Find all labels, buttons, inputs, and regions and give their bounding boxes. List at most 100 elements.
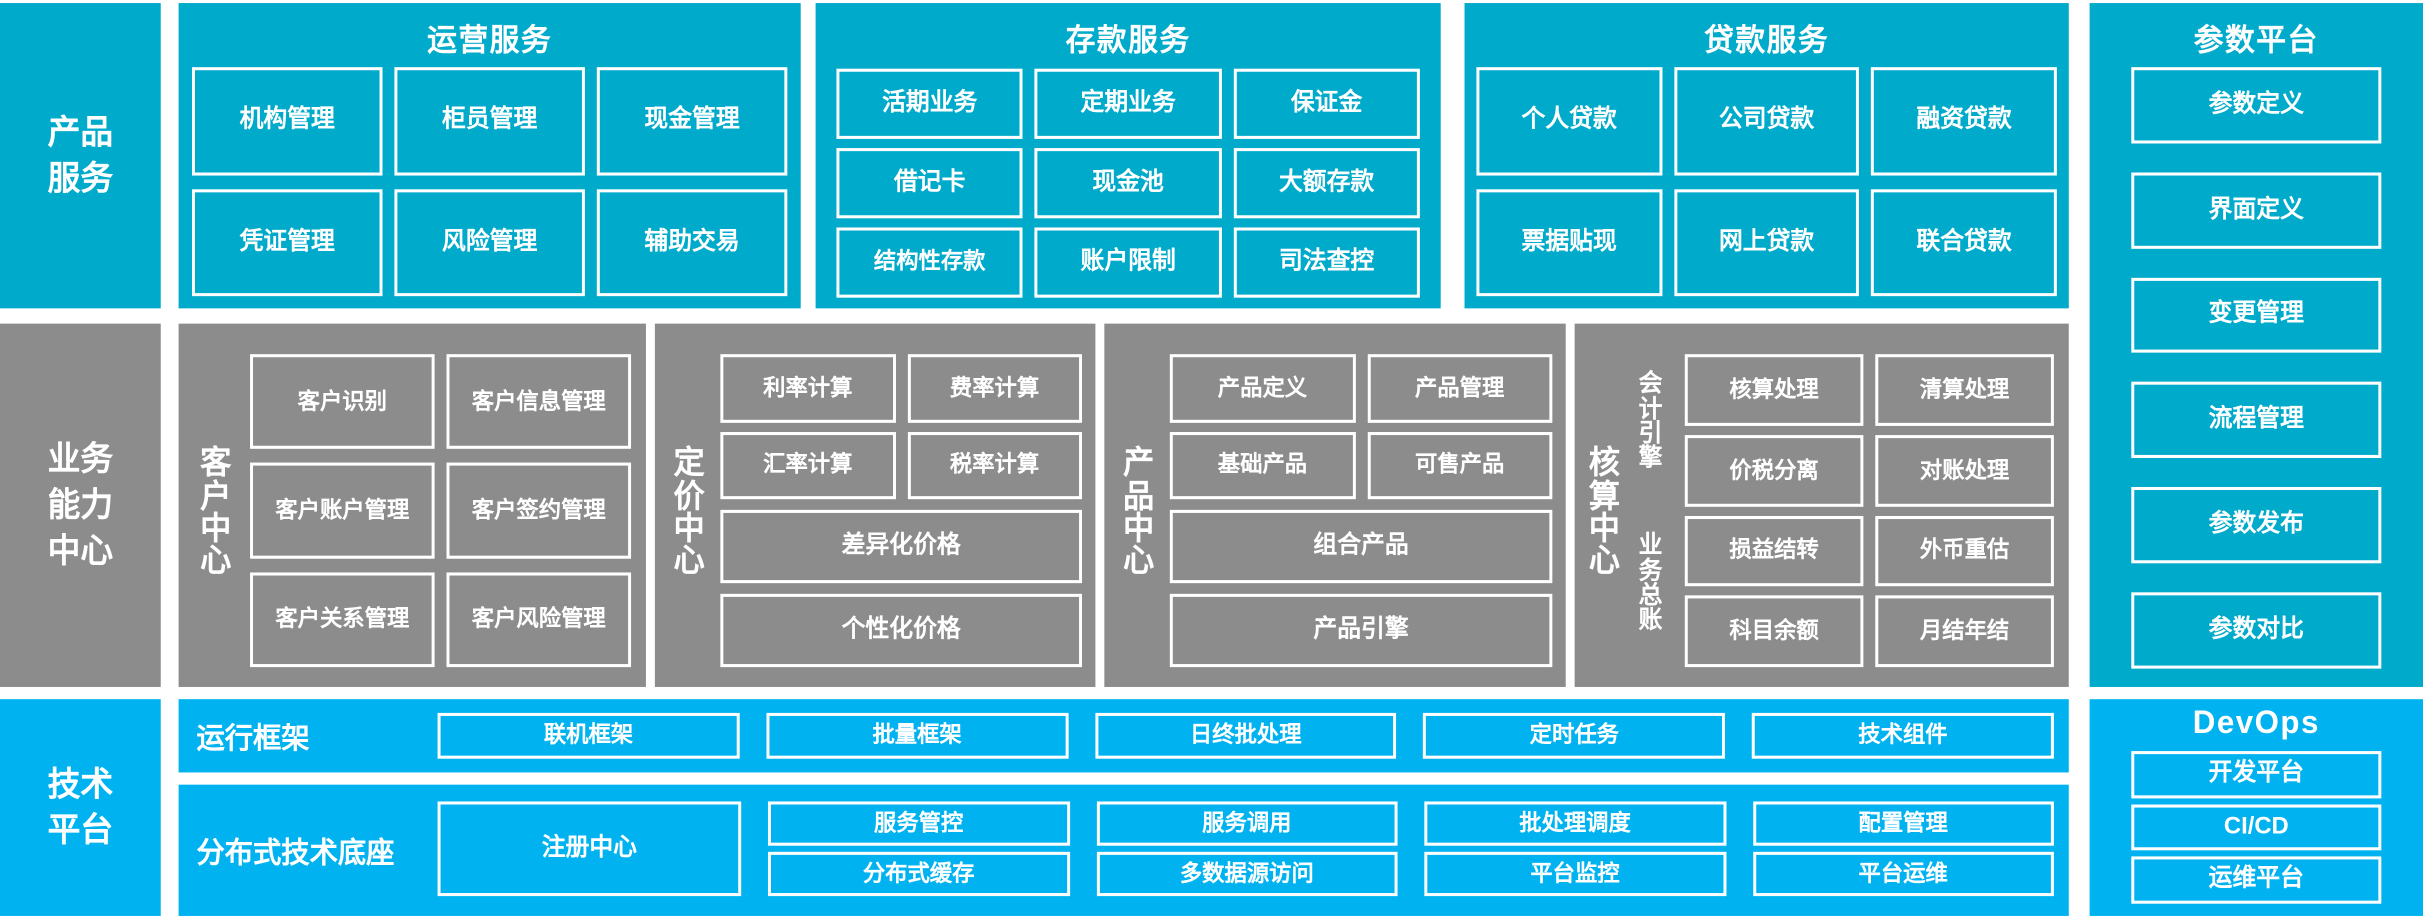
center-item-zuhe-chanpin[interactable]: 组合产品 [1169, 509, 1553, 584]
center-item-kehu-zhanghu-guanli[interactable]: 客户账户管理 [250, 463, 435, 559]
service-item-jiejika[interactable]: 借记卡 [836, 148, 1023, 219]
center-item-chanpin-guanli[interactable]: 产品管理 [1367, 354, 1553, 423]
center-vertical-label-customer: 客 户 中 心 [200, 446, 232, 580]
service-item-sifa-chakong[interactable]: 司法查控 [1233, 227, 1420, 298]
param-item-canshu-duibi[interactable]: 参数对比 [2131, 592, 2382, 669]
param-item-canshu-dingyi[interactable]: 参数定义 [2131, 67, 2382, 144]
center-item-grid-pricing: 利率计算 费率计算 汇率计算 税率计算 [720, 354, 1083, 500]
center-item-shuilv-jisuan[interactable]: 税率计算 [907, 431, 1083, 500]
service-item-huoqi-yewu[interactable]: 活期业务 [836, 68, 1023, 139]
center-item-keshou-chanpin[interactable]: 可售产品 [1367, 431, 1553, 500]
service-item-xianjin-guanli[interactable]: 现金管理 [596, 67, 788, 175]
service-item-baozhengjin[interactable]: 保证金 [1233, 68, 1420, 139]
spine-line: 平台 [47, 810, 114, 849]
service-item-lianhe-daikuan[interactable]: 联合贷款 [1871, 188, 2057, 297]
band-item-grid-distributed: 服务管控 服务调用 批处理调度 配置管理 分布式缓存 多数据源访问 平台监控 平… [767, 801, 2054, 897]
center-vertical-label-product: 产 品 中 心 [1122, 446, 1155, 580]
devops-item-yunwei-pingtai[interactable]: 运维平台 [2131, 856, 2382, 904]
service-item-fuzhu-jiaoyi[interactable]: 辅助交易 [596, 188, 788, 297]
center-product: 产 品 中 心 产品定义 产品管理 基础产品 可售产品 组合产品 产品引擎 [1104, 323, 1566, 687]
center-item-chayihua-jiage[interactable]: 差异化价格 [720, 509, 1083, 584]
service-item-rongzi-daikuan[interactable]: 融资贷款 [1871, 67, 2057, 175]
service-item-dae-cunkuan[interactable]: 大额存款 [1233, 148, 1420, 219]
rail-item-grid-parameter: 参数定义 界面定义 变更管理 流程管理 参数发布 参数对比 [2131, 67, 2382, 669]
center-item-gexinghua-jiage[interactable]: 个性化价格 [720, 593, 1083, 668]
center-item-huilv-jisuan[interactable]: 汇率计算 [720, 431, 896, 500]
tech-item-fuwu-guankong[interactable]: 服务管控 [767, 801, 1070, 846]
devops-item-kaifa-pingtai[interactable]: 开发平台 [2131, 751, 2382, 798]
center-item-feilv-jisuan[interactable]: 费率计算 [907, 354, 1083, 423]
band-label-distributed-foundation: 分布式技术底座 [196, 837, 395, 870]
tech-item-jishu-zujian[interactable]: 技术组件 [1752, 712, 2054, 759]
center-item-jichu-chanpin[interactable]: 基础产品 [1169, 431, 1356, 500]
tech-item-fuwu-diaoyong[interactable]: 服务调用 [1096, 801, 1398, 846]
layer-spine-technical-platform: 技术 平台 [0, 699, 161, 916]
group-title: 运营服务 [427, 24, 553, 59]
service-item-gongsi-daikuan[interactable]: 公司贷款 [1673, 67, 1860, 175]
center-item-duizhang-chuli[interactable]: 对账处理 [1875, 434, 2054, 507]
tech-item-dingshi-renwu[interactable]: 定时任务 [1423, 712, 1726, 759]
center-item-waibi-chonggu[interactable]: 外币重估 [1875, 515, 2054, 587]
center-sublabel-business-ledger: 业 务 总 账 [1638, 533, 1663, 635]
group-deposit-service: 存款服务 活期业务 定期业务 保证金 借记卡 现金池 大额存款 结构性存款 账户… [815, 3, 1441, 309]
tech-item-zhuce-zhongxin[interactable]: 注册中心 [437, 801, 742, 897]
tech-item-pingtai-jiankong[interactable]: 平台监控 [1424, 851, 1726, 897]
tech-item-lianji-kuangjia[interactable]: 联机框架 [437, 712, 740, 759]
tech-item-pichuli-diaodu[interactable]: 批处理调度 [1424, 801, 1726, 846]
center-item-hesuan-chuli[interactable]: 核算处理 [1684, 354, 1864, 426]
rail-item-grid-devops: 开发平台 CI/CD 运维平台 [2131, 751, 2382, 904]
center-item-kehu-qianyue-guanli[interactable]: 客户签约管理 [446, 463, 632, 559]
center-item-grid-customer: 客户识别 客户信息管理 客户账户管理 客户签约管理 客户关系管理 客户风险管理 [250, 354, 632, 668]
center-item-grid-product: 产品定义 产品管理 基础产品 可售产品 [1169, 354, 1553, 500]
service-item-dingqi-yewu[interactable]: 定期业务 [1034, 68, 1222, 139]
tech-item-piliang-kuangjia[interactable]: 批量框架 [766, 712, 1069, 759]
center-item-kehu-xinxi-guanli[interactable]: 客户信息管理 [446, 354, 632, 450]
service-item-xianjinchi[interactable]: 现金池 [1034, 148, 1222, 219]
group-item-grid: 机构管理 柜员管理 现金管理 凭证管理 风险管理 辅助交易 [191, 67, 788, 297]
center-item-yuejie-nianjie[interactable]: 月结年结 [1875, 595, 2054, 668]
band-label-runtime-framework: 运行框架 [196, 722, 310, 755]
center-item-kehu-fengxian-guanli[interactable]: 客户风险管理 [446, 571, 632, 668]
devops-item-cicd[interactable]: CI/CD [2131, 803, 2382, 851]
service-item-jiegouxing-cunkuan[interactable]: 结构性存款 [836, 227, 1023, 298]
band-runtime-framework: 运行框架 联机框架 批量框架 日终批处理 定时任务 技术组件 [178, 699, 2069, 773]
center-item-chanpin-yinqing[interactable]: 产品引擎 [1169, 593, 1553, 668]
tech-item-rizhong-pichuli[interactable]: 日终批处理 [1094, 712, 1397, 759]
service-item-wangshang-daikuan[interactable]: 网上贷款 [1673, 188, 1860, 297]
spine-line: 中心 [47, 531, 114, 570]
group-item-grid: 个人贷款 公司贷款 融资贷款 票据贴现 网上贷款 联合贷款 [1476, 67, 2057, 297]
spine-line: 业务 [47, 440, 114, 479]
param-item-biangeng-guanli[interactable]: 变更管理 [2131, 277, 2382, 354]
center-item-kehu-guanxi-guanli[interactable]: 客户关系管理 [250, 571, 435, 668]
tech-item-pingtai-yunwei[interactable]: 平台运维 [1752, 851, 2054, 897]
tech-item-fenbushi-huancun[interactable]: 分布式缓存 [767, 851, 1070, 897]
group-operation-service: 运营服务 机构管理 柜员管理 现金管理 凭证管理 风险管理 辅助交易 [178, 3, 801, 309]
rail-title-parameter-platform: 参数平台 [2193, 24, 2319, 59]
service-item-guiyuan-guanli[interactable]: 柜员管理 [394, 67, 585, 175]
center-vertical-label-accounting: 核 算 中 心 [1588, 446, 1621, 580]
service-item-jigou-guanli[interactable]: 机构管理 [191, 67, 383, 175]
center-item-lilv-jisuan[interactable]: 利率计算 [720, 354, 896, 423]
group-loan-service: 贷款服务 个人贷款 公司贷款 融资贷款 票据贴现 网上贷款 联合贷款 [1464, 3, 2069, 309]
center-item-chanpin-dingyi[interactable]: 产品定义 [1169, 354, 1356, 423]
service-item-zhanghu-xianzhi[interactable]: 账户限制 [1034, 227, 1222, 298]
tech-item-duoshujuyuan-fangwen[interactable]: 多数据源访问 [1096, 851, 1398, 897]
service-item-piaoju-tiexian[interactable]: 票据贴现 [1476, 188, 1662, 297]
center-item-kemu-yue[interactable]: 科目余额 [1684, 595, 1864, 668]
param-item-jiemian-dingyi[interactable]: 界面定义 [2131, 172, 2382, 249]
tech-item-peizhi-guanli[interactable]: 配置管理 [1752, 801, 2054, 846]
center-pricing: 定 价 中 心 利率计算 费率计算 汇率计算 税率计算 差异化价格 个性化价格 [654, 323, 1096, 687]
param-item-liucheng-guanli[interactable]: 流程管理 [2131, 382, 2382, 459]
center-item-jiashui-fenli[interactable]: 价税分离 [1684, 434, 1864, 507]
service-item-geren-daikuan[interactable]: 个人贷款 [1476, 67, 1662, 175]
layer-spine-product-service: 产品 服务 [0, 3, 161, 309]
center-item-sunyi-jiezhuan[interactable]: 损益结转 [1684, 515, 1864, 587]
param-item-canshu-fabu[interactable]: 参数发布 [2131, 487, 2382, 564]
service-item-pingzheng-guanli[interactable]: 凭证管理 [191, 188, 383, 297]
center-sublabel-accounting-engine: 会 计 引 擎 [1638, 371, 1663, 473]
service-item-fengxian-guanli[interactable]: 风险管理 [394, 188, 585, 297]
center-item-qingsuan-chuli[interactable]: 清算处理 [1875, 354, 2054, 426]
center-item-kehu-shibie[interactable]: 客户识别 [250, 354, 435, 450]
band-item-grid-runtime: 联机框架 批量框架 日终批处理 定时任务 技术组件 [437, 712, 2054, 759]
